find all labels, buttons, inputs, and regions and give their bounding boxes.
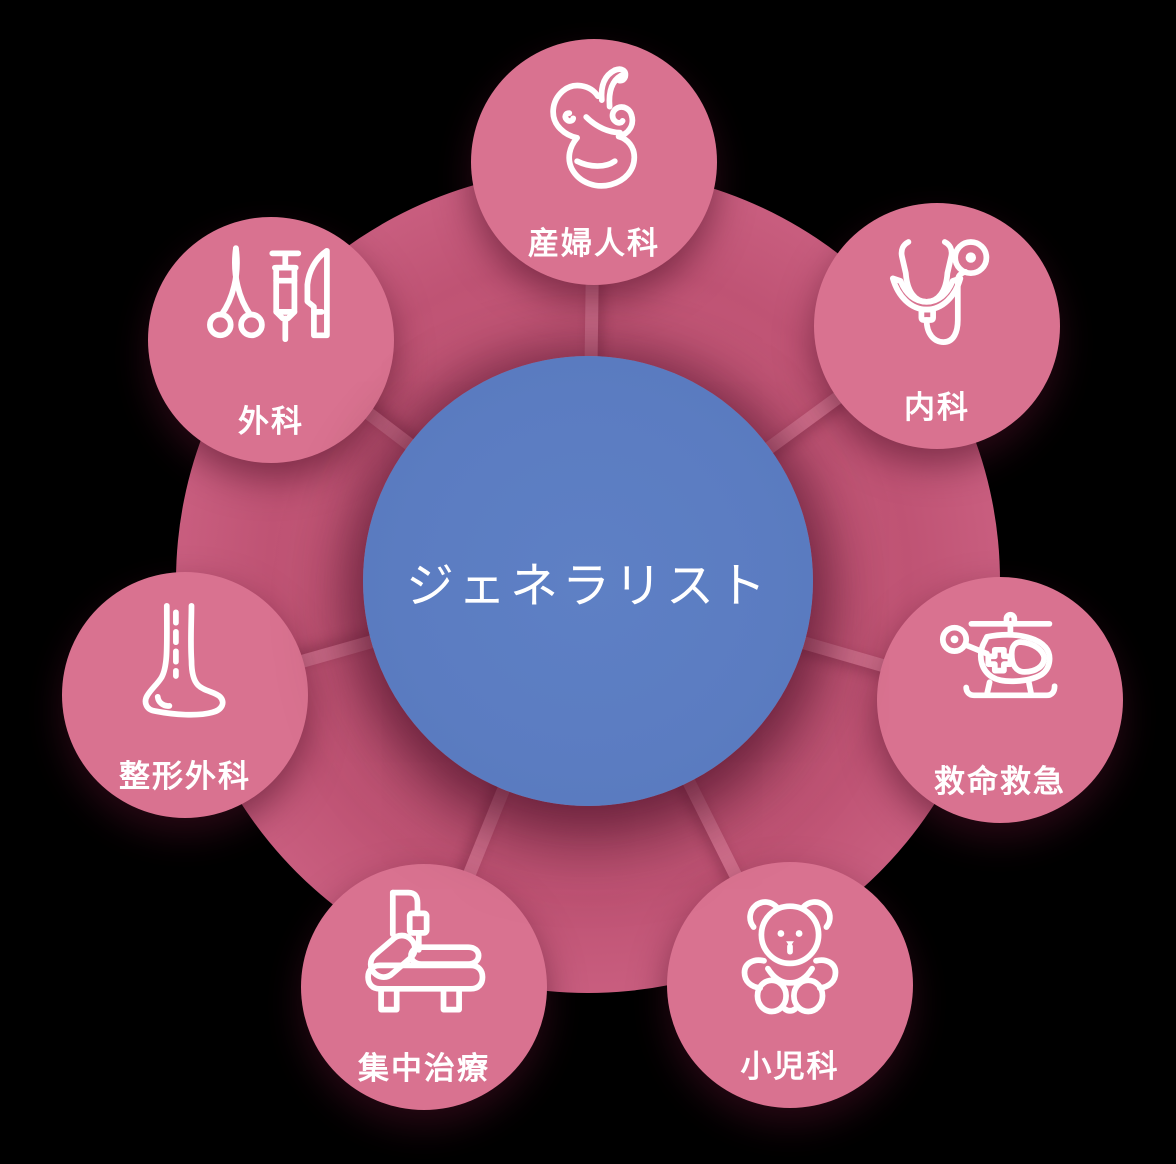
satellite-intensive-care: 集中治療 bbox=[301, 864, 547, 1110]
fetus-icon bbox=[550, 66, 638, 189]
center-label: ジェネラリスト bbox=[405, 558, 770, 614]
leg-foot-icon bbox=[142, 602, 226, 718]
satellite-label: 集中治療 bbox=[358, 1051, 490, 1087]
stethoscope-icon bbox=[889, 239, 990, 345]
satellite-label: 産婦人科 bbox=[528, 226, 660, 262]
satellite-pediatrics: 小児科 bbox=[667, 862, 913, 1108]
hospital-bed-icon bbox=[365, 889, 486, 1013]
satellite-label: 整形外科 bbox=[119, 759, 251, 795]
satellite-obstetrics-gynecology: 産婦人科 bbox=[471, 39, 717, 285]
satellite-label: 内科 bbox=[904, 390, 970, 426]
helicopter-icon bbox=[939, 611, 1058, 699]
surgical-tools-icon bbox=[207, 245, 330, 343]
satellite-surgery: 外科 bbox=[148, 217, 394, 463]
satellite-internal-medicine: 内科 bbox=[814, 203, 1060, 449]
teddy-bear-icon bbox=[741, 899, 839, 1015]
satellite-label: 外科 bbox=[238, 404, 304, 440]
center-circle: ジェネラリスト bbox=[363, 356, 813, 806]
satellite-emergency-critical-care: 救命救急 bbox=[877, 577, 1123, 823]
satellite-label: 救命救急 bbox=[934, 764, 1066, 800]
satellite-label: 小児科 bbox=[740, 1049, 840, 1085]
satellite-orthopedics: 整形外科 bbox=[62, 572, 308, 818]
